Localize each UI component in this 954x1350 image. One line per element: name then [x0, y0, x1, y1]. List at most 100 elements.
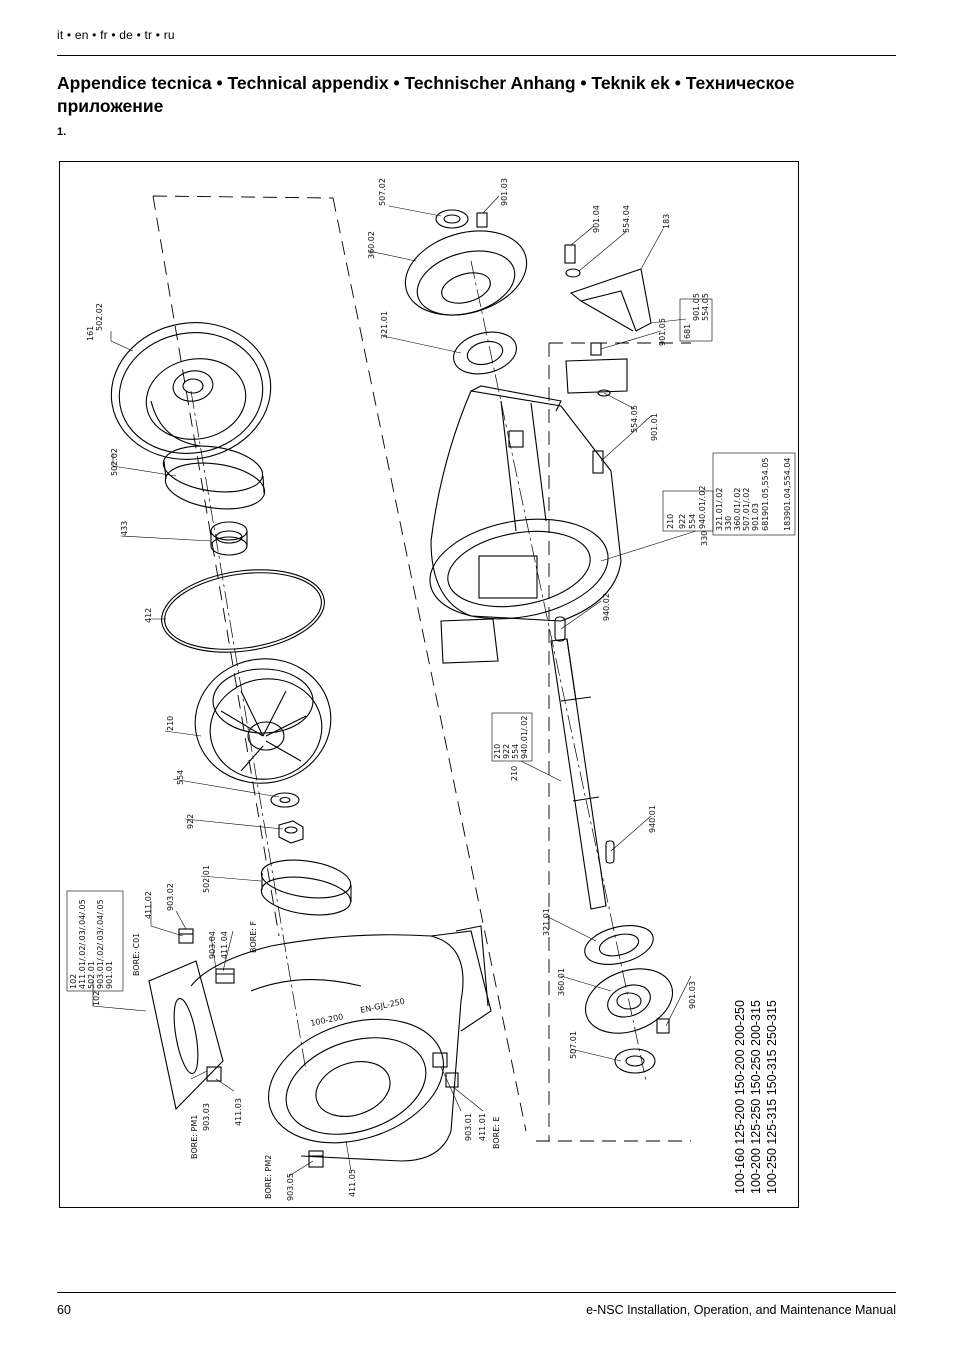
bearing-cover-360-02 [404, 230, 528, 316]
label-433: 433 [120, 521, 129, 536]
label-507-02: 507.02 [378, 178, 387, 206]
label-554: 554 [176, 770, 185, 785]
label-901-04: 901.04 [592, 205, 601, 233]
label-411-02: 411.02 [144, 891, 153, 919]
label-901-05: 901.05 [658, 318, 667, 346]
label-210: 210 [166, 716, 175, 731]
label-507-01: 507.01 [569, 1031, 578, 1059]
bearing-321-01-drive [584, 925, 654, 965]
svg-text:940.01/.02: 940.01/.02 [698, 486, 707, 529]
wear-ring-502-01 [260, 859, 352, 916]
svg-text:922: 922 [678, 514, 687, 529]
label-901-03-nde: 901.03 [500, 178, 509, 206]
label-502-01: 502.01 [202, 865, 211, 893]
label-411-05: 411.05 [348, 1169, 357, 1197]
wear-ring-502-02 [162, 445, 266, 510]
bolt-901-01 [592, 450, 604, 474]
label-502-02: 502.02 [110, 448, 119, 476]
assembly-dashed-outline [152, 195, 691, 1142]
svg-text:681: 681 [761, 516, 770, 531]
label-903-02: 903.02 [166, 883, 175, 911]
svg-text:554: 554 [511, 744, 520, 759]
manual-title: e-NSC Installation, Operation, and Maint… [586, 1303, 896, 1317]
bolt-901-04 [564, 244, 576, 264]
reference-box-d: 321.01/.02 330 360.01/.02 507.01/.02 901… [712, 452, 796, 536]
washer-554-05 [597, 389, 611, 397]
label-411-01: 411.01 [478, 1113, 487, 1141]
plug-903-05 [308, 1150, 324, 1168]
support-foot-183 [569, 268, 652, 332]
label-360-01: 360.01 [557, 968, 566, 996]
label-bore-pm2: BORE: PM2 [264, 1155, 273, 1199]
bearing-housing-330 [429, 385, 622, 622]
label-321-01-drive: 321.01 [542, 908, 551, 936]
leader-lines [92, 195, 697, 1177]
bearing-321-01-nde [453, 331, 517, 375]
plug-903-03 [206, 1066, 222, 1082]
svg-text:321.01/.02: 321.01/.02 [715, 488, 724, 531]
pump-size-list: 100-160 125-200 150-200 200-250 100-200 … [733, 1000, 779, 1194]
header-rule [57, 55, 896, 56]
bolt-901-05 [590, 342, 602, 356]
svg-text:554: 554 [688, 514, 697, 529]
svg-text:901.04,554.04: 901.04,554.04 [783, 457, 792, 516]
page-title: Appendice tecnica • Technical appendix •… [57, 73, 795, 116]
label-102: 102 [92, 991, 101, 1006]
label-940-02: 940.02 [602, 593, 611, 621]
svg-text:554.05: 554.05 [701, 293, 710, 321]
label-183: 183 [662, 214, 671, 229]
svg-text:502.01: 502.01 [87, 961, 96, 989]
label-411-04: 411.04 [220, 931, 229, 959]
mechanical-seal-433 [210, 521, 248, 556]
impeller-nut-922 [278, 820, 304, 844]
deflector-507-01 [614, 1048, 656, 1074]
size-row-1: 100-160 125-200 150-200 200-250 [733, 1000, 747, 1194]
label-903-04: 903.04 [208, 931, 217, 959]
svg-text:901.05: 901.05 [692, 293, 701, 321]
page-number: 60 [57, 1303, 71, 1317]
reference-box-a: 102 411.01/.02/.03/.04/.05 502.01 903.01… [66, 890, 124, 992]
exploded-view-figure: 161 502.02 502.02 433 412 210 554 922 50… [59, 161, 799, 1208]
deflector-507-02 [435, 209, 469, 229]
plug-903-04 [215, 968, 235, 984]
plug-903-02 [178, 928, 194, 944]
svg-text:901.01: 901.01 [105, 961, 114, 989]
support-plate-left [440, 618, 499, 664]
bolt-901-03-drive [656, 1018, 670, 1034]
label-903-03: 903.03 [202, 1103, 211, 1131]
label-360-02: 360.02 [367, 231, 376, 259]
washer-554 [270, 792, 300, 808]
label-bore-f: BORE: F [249, 921, 258, 953]
label-901-03-drive: 901.03 [688, 981, 697, 1009]
svg-text:183: 183 [783, 516, 792, 531]
size-row-3: 100-250 125-315 150-315 250-315 [765, 1000, 779, 1194]
label-922: 922 [186, 814, 195, 829]
washer-554-04 [565, 268, 581, 278]
impeller-210 [194, 658, 332, 784]
size-row-2: 100-200 125-250 150-250 200-315 [749, 1000, 763, 1194]
label-903-01: 903.01 [464, 1113, 473, 1141]
part-labels: 161 502.02 502.02 433 412 210 554 922 50… [66, 178, 796, 1201]
label-554-04: 554.04 [622, 205, 631, 233]
label-554-05: 554.05 [630, 405, 639, 433]
reference-box-e: 681 901.05 554.05 [679, 293, 713, 342]
label-bore-e: BORE: E [492, 1116, 501, 1149]
label-502-02-box: 502.02 [95, 303, 104, 331]
label-903-05: 903.05 [286, 1173, 295, 1201]
figure-number: 1. [57, 126, 67, 138]
plug-903-01 [432, 1052, 448, 1068]
footer-rule [57, 1292, 896, 1293]
svg-text:901.05,554.05: 901.05,554.05 [761, 457, 770, 516]
label-161: 161 [86, 326, 95, 341]
label-210-shaft: 210 [510, 766, 519, 781]
support-plate-681 [565, 358, 628, 394]
plug-411-01 [445, 1072, 459, 1088]
svg-text:901.03: 901.03 [751, 503, 760, 531]
language-list: it • en • fr • de • tr • ru [57, 28, 175, 42]
svg-text:940.01/.02: 940.01/.02 [520, 716, 529, 759]
label-321-01-nde: 321.01 [380, 311, 389, 339]
exploded-pump-drawing: 161 502.02 502.02 433 412 210 554 922 50… [66, 178, 796, 1201]
svg-text:903.01/.02/.03/.04/.05: 903.01/.02/.03/.04/.05 [96, 899, 105, 989]
svg-text:210: 210 [666, 514, 675, 529]
bearing-cover-360-01 [584, 968, 674, 1034]
